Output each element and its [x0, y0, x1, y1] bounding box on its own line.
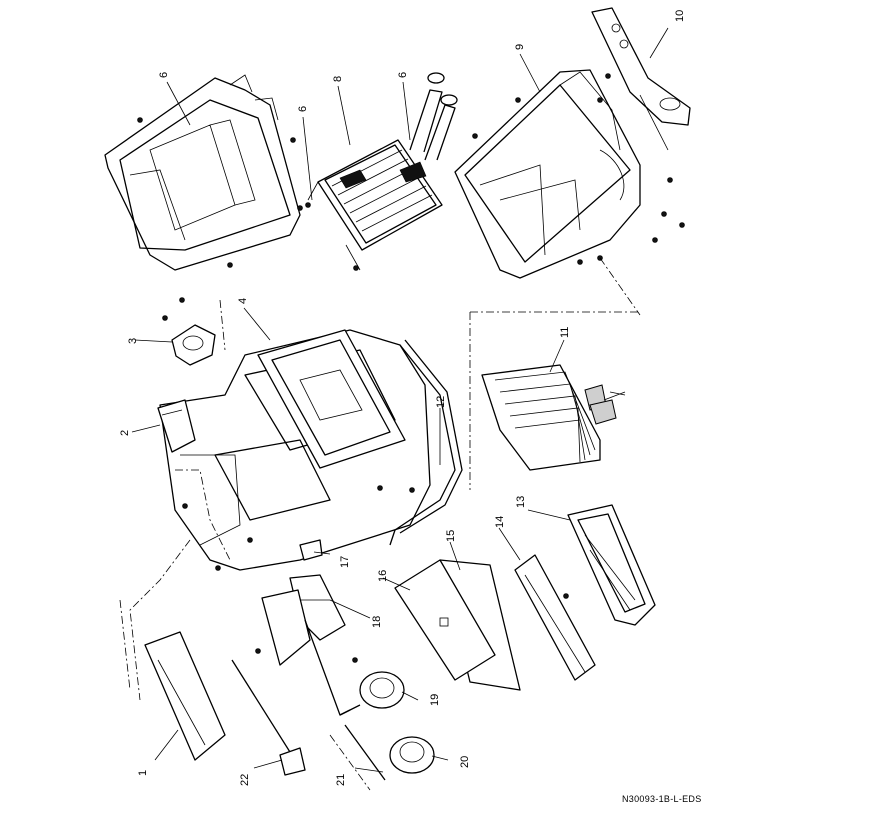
callout-6b: 6: [397, 72, 409, 78]
callout-6a: 6: [297, 106, 309, 112]
part-8-housing: [454, 69, 685, 316]
callout-14: 15: [445, 530, 457, 542]
part-3-actuator: [162, 297, 216, 366]
part-10-evaporator: [481, 364, 626, 471]
figure-code: N30093-1B-L-EDS: [622, 794, 702, 804]
part-13-duct: [514, 554, 596, 681]
part-1-duct: [144, 631, 226, 761]
leader-lines: [131, 27, 669, 773]
part-12-frame: [567, 504, 656, 626]
callout-15: 16: [377, 570, 389, 582]
callout-9: 10: [674, 10, 686, 22]
lower-parts: [231, 539, 358, 776]
callout-16: 17: [339, 556, 351, 568]
callout-labels: 6 6 8 6 9 10 3 4 2 11 12 13 14 15 16 17 …: [119, 10, 686, 786]
callout-10: 11: [559, 327, 571, 338]
main-case: [129, 329, 463, 701]
callout-1: 1: [137, 770, 149, 776]
callout-7: 8: [332, 76, 344, 82]
callout-2: 2: [119, 430, 131, 436]
assembly-lines: [119, 299, 640, 691]
part-7-heater-core: [305, 72, 458, 271]
callout-18: 19: [429, 694, 441, 706]
part-14-15-panels: [394, 559, 521, 691]
callout-11: 12: [435, 396, 447, 408]
callout-5: 6: [158, 72, 170, 78]
part-5-housing: [104, 74, 303, 271]
vacuum-motors: [304, 619, 435, 791]
callout-20: 21: [335, 774, 347, 786]
callout-19: 20: [459, 756, 471, 768]
callout-21: 22: [239, 774, 251, 786]
callout-17: 18: [371, 616, 383, 628]
callout-12: 13: [515, 496, 527, 508]
callout-3: 3: [127, 338, 139, 344]
part-9-bracket: [591, 7, 691, 151]
callout-4: 4: [237, 298, 249, 304]
callout-13: 14: [494, 516, 506, 528]
callout-8: 9: [514, 44, 526, 50]
